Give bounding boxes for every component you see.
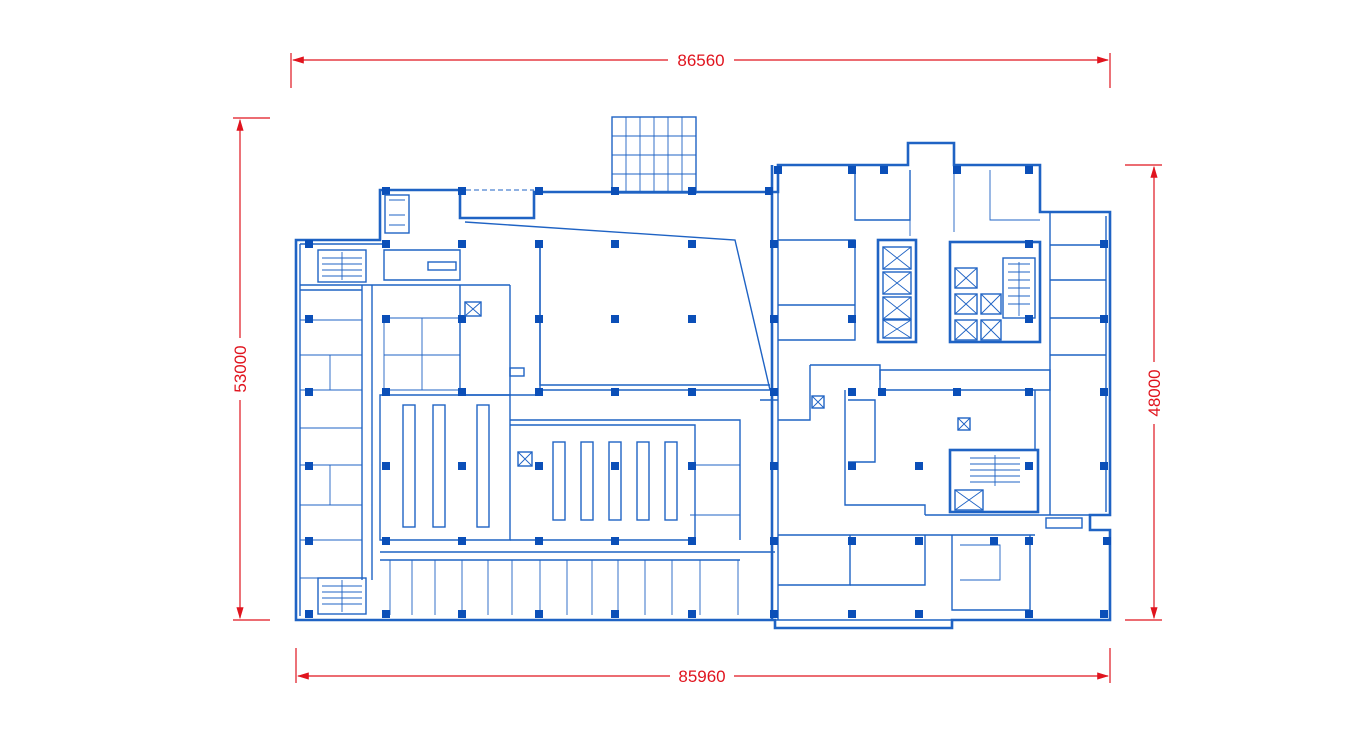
elevator-core-east (948, 240, 1042, 344)
dimension-left: 53000 (231, 117, 270, 621)
building-outline (294, 116, 1112, 630)
dimension-top: 86560 (290, 51, 1111, 88)
fixtures (384, 194, 1083, 529)
dimension-right-label: 48000 (1145, 369, 1164, 416)
interior-walls (300, 165, 1106, 621)
dimension-top-label: 86560 (677, 51, 724, 70)
stair-east (948, 448, 1040, 514)
dimension-bottom-label: 85960 (678, 667, 725, 686)
dimension-bottom: 85960 (295, 648, 1111, 686)
dimension-left-label: 53000 (231, 345, 250, 392)
dimension-right: 48000 (1125, 164, 1164, 621)
stair-southwest (317, 577, 367, 615)
structural-columns (305, 166, 1111, 618)
elevator-core (876, 238, 918, 344)
skylight-grid (611, 116, 697, 194)
stair-northwest (317, 249, 367, 283)
